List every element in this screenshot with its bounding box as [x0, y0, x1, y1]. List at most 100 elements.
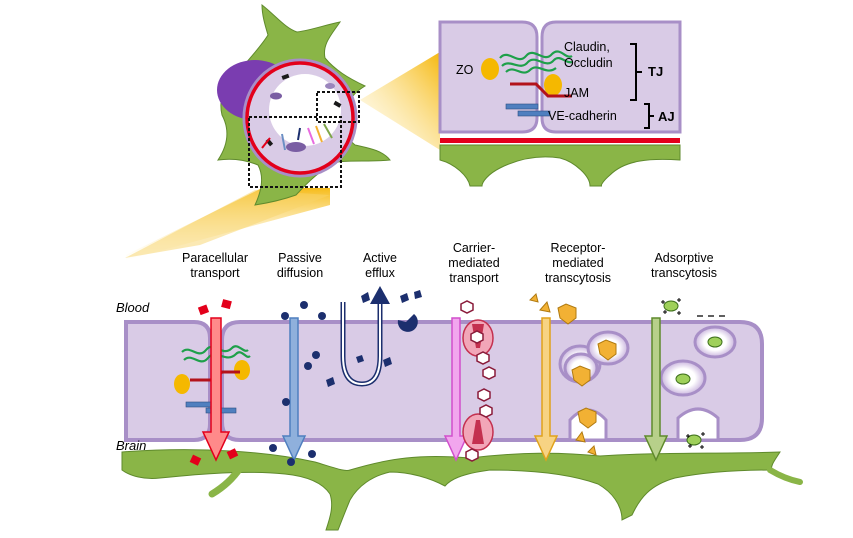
nutrient-molecule-icon — [465, 448, 479, 462]
pathway-label-receptor: Receptor- mediated transcytosis — [530, 241, 626, 286]
astrocyte-endfoot-icon — [121, 449, 781, 531]
zo-protein-icon — [234, 360, 250, 380]
junction-inset — [438, 20, 682, 187]
pathway-label-line: Passive — [278, 251, 322, 265]
substrate-icon — [326, 377, 335, 387]
inset-basement-membrane — [440, 138, 680, 143]
claudin-strand-icon — [499, 50, 573, 61]
mini-arrow-icon — [315, 125, 323, 143]
mini-arrow-icon — [307, 127, 315, 145]
cationic-molecule-icon — [707, 336, 723, 348]
tj-label: TJ — [648, 64, 664, 79]
nutrient-molecule-icon — [477, 388, 491, 402]
receptor-arrow-icon — [533, 317, 559, 462]
lipophilic-molecule-icon — [281, 312, 289, 320]
lipophilic-molecule-icon — [308, 450, 316, 458]
efflux-pump-icon — [397, 314, 418, 332]
endothelial-cell-left — [124, 320, 212, 442]
receptor-mediated-transcytosis — [529, 293, 617, 462]
claudin-label: Claudin, — [564, 40, 610, 54]
aj-bracket-icon — [644, 103, 654, 129]
carrier-mediated-transport — [443, 300, 496, 462]
substrate-icon — [356, 355, 364, 363]
carrier-pore-icon — [472, 420, 484, 444]
jam-protein-icon — [510, 82, 572, 98]
nucleus-icon — [325, 83, 335, 89]
small-molecule-icon — [221, 299, 232, 310]
ve-cadherin-icon — [517, 110, 551, 117]
zo-protein-icon — [481, 58, 499, 80]
basement-membrane-ring — [245, 61, 355, 175]
inset-astrocyte-endfoot-icon — [439, 144, 681, 187]
nucleus-icon — [270, 92, 282, 100]
lipophilic-molecule-icon — [300, 301, 308, 309]
paracellular-transport — [189, 299, 239, 466]
junction-marker-icon — [333, 100, 342, 108]
nutrient-molecule-icon — [470, 330, 484, 344]
nutrient-molecule-icon — [476, 351, 490, 365]
claudin-strand-icon — [501, 56, 573, 67]
transport-panel — [121, 320, 803, 531]
adsorptive-transcytosis — [643, 298, 725, 462]
efflux-u-arrow-highlight — [342, 302, 381, 386]
small-molecule-icon — [226, 448, 239, 460]
mini-arrow-icon — [281, 133, 286, 151]
occludin-label: Occludin — [564, 56, 613, 70]
ve-cadherin-icon — [505, 103, 539, 110]
blood-side-label: Blood — [116, 300, 150, 315]
receptor-ligand-icon — [557, 303, 577, 325]
pathway-label-line: mediated — [552, 256, 604, 270]
mini-arrow-icon — [261, 137, 271, 149]
pathway-label-carrier: Carrier- mediated transport — [436, 241, 512, 286]
ligand-icon — [539, 300, 551, 313]
pathway-label-line: efflux — [365, 266, 395, 280]
substrate-icon — [361, 292, 370, 303]
cationic-molecule-icon — [663, 300, 679, 312]
nucleus-icon — [286, 142, 306, 152]
pathway-label-line: transcytosis — [545, 271, 611, 285]
cationic-molecule-icon — [675, 373, 691, 385]
substrate-icon — [414, 290, 422, 299]
lipophilic-molecule-icon — [312, 351, 320, 359]
lipophilic-molecule-icon — [282, 398, 290, 406]
pathway-label-line: Active — [362, 251, 398, 265]
pathway-label-line: Adsorptive — [654, 251, 714, 265]
ligand-icon — [575, 430, 586, 443]
receptor-ligand-icon — [597, 339, 617, 361]
pathway-label-efflux: Active efflux — [350, 251, 410, 281]
pathway-label-line: Receptor- — [550, 241, 606, 255]
lipophilic-molecule-icon — [269, 444, 277, 452]
pathway-label-line: transport — [449, 271, 499, 285]
lipophilic-molecule-icon — [287, 458, 295, 466]
ve-cadherin-label: VE-cadherin — [548, 109, 617, 123]
zo-protein-icon — [544, 74, 562, 96]
exocytosis-pit — [676, 407, 720, 442]
zoom-box-transport — [248, 116, 342, 188]
mini-arrow-icon — [323, 123, 333, 139]
lipophilic-molecule-icon — [304, 362, 312, 370]
nutrient-molecule-icon — [460, 300, 474, 314]
active-efflux — [326, 286, 422, 387]
receptor-ligand-icon — [577, 407, 597, 429]
jam-label: JAM — [564, 86, 589, 100]
astrocyte-process-icon — [767, 467, 803, 485]
pathway-label-line: diffusion — [276, 266, 324, 280]
pathway-label-line: Carrier- — [452, 241, 496, 255]
small-molecule-icon — [189, 454, 202, 466]
pathway-label-passive: Passive diffusion — [262, 251, 338, 281]
adsorptive-arrow-icon — [643, 317, 669, 462]
nutrient-molecule-icon — [479, 404, 493, 418]
pathway-label-line: mediated — [448, 256, 500, 270]
brain-side-label: Brain — [116, 438, 147, 453]
positive-charge-icon — [661, 298, 681, 315]
efflux-arrowhead-icon — [370, 286, 390, 304]
cationic-molecule-icon — [686, 434, 702, 446]
nutrient-molecule-icon — [482, 366, 496, 380]
zo-label: ZO — [456, 63, 474, 77]
substrate-icon — [400, 293, 409, 303]
carrier-arrow-icon — [443, 317, 469, 462]
small-molecule-icon — [197, 304, 210, 316]
mini-arrow-icon — [297, 127, 301, 141]
ligand-icon — [587, 445, 597, 456]
positive-charge-icon — [686, 432, 705, 449]
